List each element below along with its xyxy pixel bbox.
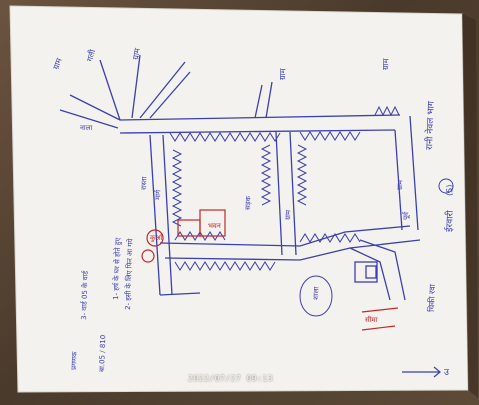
road-mid-left (275, 131, 283, 256)
label-right-bottom: ग्राम (396, 179, 404, 190)
road-left-inner (162, 134, 173, 296)
red-annotations (141, 209, 399, 331)
road-network (59, 54, 421, 301)
title-text: रानी नेवल भाग (423, 100, 437, 150)
signature-block: प्रगणक (70, 351, 79, 370)
road-top-upper (119, 114, 401, 121)
label-east: पूर्व (401, 211, 410, 220)
label-left-road: रास्ता (140, 176, 148, 190)
road-diag-3 (99, 59, 121, 121)
note-2: 2- इसी के लिए फिर आ गये (123, 238, 135, 311)
road-bottom-left (159, 292, 201, 296)
zigzag-top-right (299, 131, 361, 141)
label-gram-1: ग्राम (51, 57, 63, 71)
road-diag-2 (59, 109, 119, 129)
paper-shadow (462, 14, 478, 398)
north-arrow-head (433, 366, 441, 378)
map-labels: रानी नेवल भाग (5) ईरवारी ग्राम गली ग्राम… (51, 47, 455, 378)
road-top-lower (119, 129, 396, 134)
label-road-left: गली (84, 47, 97, 62)
road-diag-1 (69, 94, 121, 121)
road-mid-right (289, 131, 297, 256)
zigzag-bottom (174, 261, 276, 271)
road-bottom-lower (164, 239, 421, 261)
title-ward: ईरवारी (443, 210, 456, 233)
road-curve-2 (359, 239, 406, 301)
label-centre-road: सड़क (244, 195, 253, 210)
zigzag-mid-col-2 (260, 144, 272, 206)
circle-mark-2 (438, 178, 454, 194)
timestamp: 2022/07/27 09:13 (188, 374, 274, 383)
label-stream: नाला (80, 124, 92, 132)
road-bottom-upper (159, 225, 411, 247)
road-diag-6 (149, 71, 191, 119)
road-diag-4 (131, 54, 141, 119)
zigzag-top (169, 132, 281, 142)
label-road-bottom-right: चिकी रवा (426, 283, 437, 312)
red-note-building: भवन (208, 222, 221, 230)
red-circle-1 (146, 229, 164, 247)
red-note-boundary: सीमा (365, 315, 378, 324)
zigzag-left-col (171, 149, 183, 227)
label-village-top-right: ग्राम (278, 68, 287, 80)
title-number: (5) (445, 184, 454, 196)
zigzag-bottom-right (299, 233, 361, 243)
label-route: मार्ग (153, 189, 162, 200)
road-diag-5 (139, 61, 186, 119)
note-1: 1- हर्ष के घर से होते हुए (111, 237, 123, 300)
note-3: 3- वार्ड 05 के वार्ड (79, 270, 90, 320)
road-right-outer (394, 129, 403, 231)
road-left-outer (149, 134, 161, 296)
label-village-right: ग्राम (381, 58, 390, 70)
label-road-top: ग्राम (131, 47, 142, 60)
red-circle-2 (141, 249, 155, 263)
red-underline (361, 325, 396, 331)
road-right-inner (409, 115, 419, 231)
north-arrow-graphic (402, 366, 441, 378)
label-mid: ग्राम (284, 209, 292, 220)
zigzag-top-far (374, 105, 400, 117)
zigzag-mid-col (296, 144, 308, 206)
red-note-well: कुआँ (150, 233, 164, 242)
red-building-2 (199, 209, 226, 237)
house-box-2 (365, 265, 377, 279)
north-arrow-label: उ (444, 368, 450, 378)
red-strike (361, 307, 399, 313)
bottom-code: बा.05 / 810 (98, 335, 107, 372)
label-school: शाला (312, 286, 320, 300)
circle-mark-1 (299, 275, 333, 317)
road-north-2 (265, 81, 273, 119)
house-box-1 (354, 261, 378, 283)
circled-marks (299, 178, 454, 317)
road-curve-1 (349, 247, 391, 301)
road-north-1 (254, 84, 263, 119)
